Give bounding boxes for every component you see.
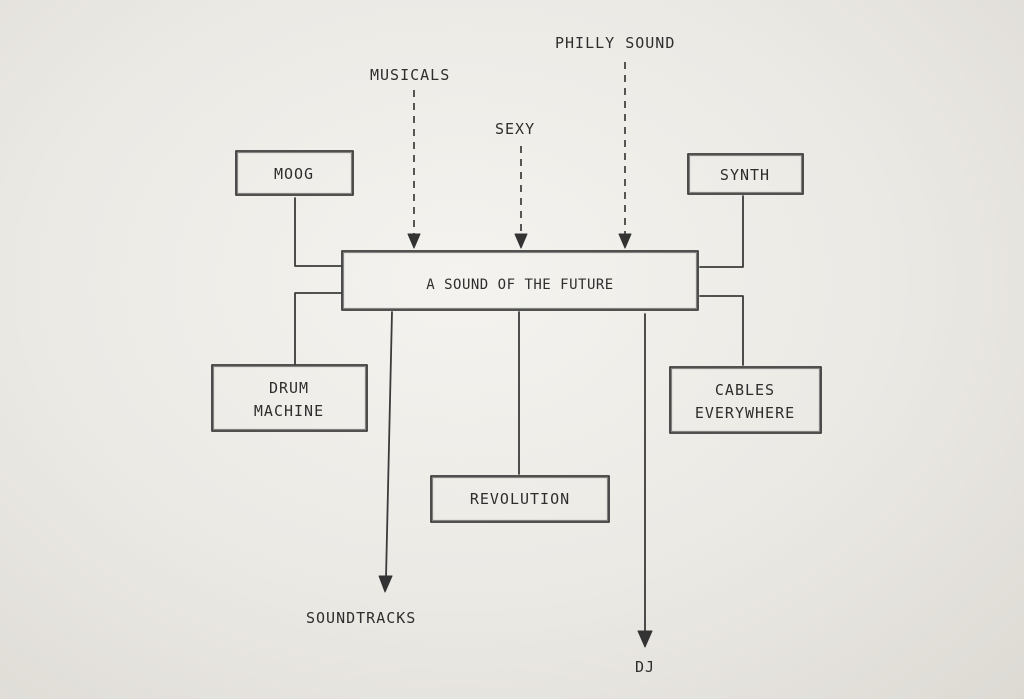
center-node-label: A SOUND OF THE FUTURE — [426, 277, 614, 293]
moog-node-label: MOOG — [274, 165, 314, 183]
connector-cables — [699, 295, 744, 366]
cables-label-line1: CABLES — [715, 381, 775, 399]
connector-drum-machine — [294, 292, 342, 365]
dashed-arrow-sexy — [514, 146, 528, 249]
influence-label-philly-sound: PHILLY SOUND — [555, 34, 675, 52]
center-node: A SOUND OF THE FUTURE — [341, 250, 699, 311]
connector-moog — [294, 197, 342, 267]
drum-machine-node: DRUM MACHINE — [211, 364, 368, 432]
dashed-arrow-musicals — [407, 90, 421, 249]
moog-node: MOOG — [235, 150, 354, 196]
synth-node: SYNTH — [687, 153, 804, 195]
drum-machine-label-line2: MACHINE — [254, 402, 324, 420]
influence-label-sexy: SEXY — [495, 120, 535, 138]
cables-everywhere-node: CABLES EVERYWHERE — [669, 366, 822, 434]
drum-machine-label-line1: DRUM — [269, 379, 309, 397]
arrow-dj — [637, 313, 653, 648]
dashed-arrow-philly-sound — [618, 62, 632, 249]
output-label-dj: DJ — [635, 658, 655, 676]
revolution-node-label: REVOLUTION — [470, 490, 570, 508]
connector-synth — [699, 195, 744, 268]
synth-node-label: SYNTH — [720, 166, 770, 184]
revolution-node: REVOLUTION — [430, 475, 610, 523]
arrow-soundtracks — [378, 311, 393, 593]
influence-label-musicals: MUSICALS — [370, 66, 450, 84]
output-label-soundtracks: SOUNDTRACKS — [306, 609, 416, 627]
cables-label-line2: EVERYWHERE — [695, 404, 795, 422]
